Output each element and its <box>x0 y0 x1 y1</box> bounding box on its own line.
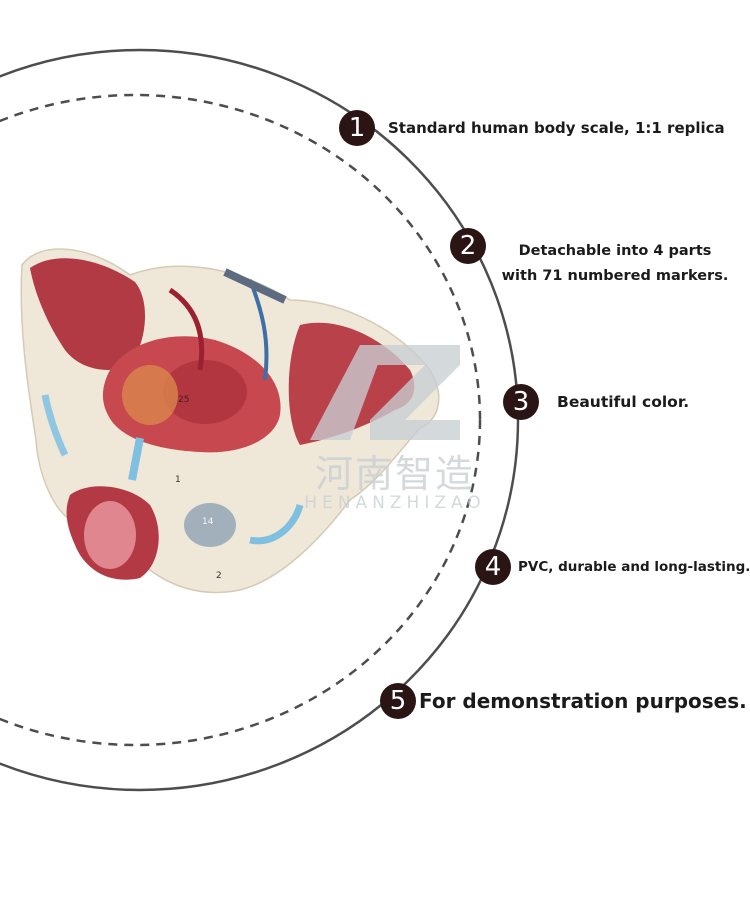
ischial-cartilage <box>249 503 304 545</box>
number-badge-4: 4 <box>475 549 511 585</box>
feature-1: 1 Standard human body scale, 1:1 replica <box>339 110 725 146</box>
watermark-chinese: 河南智造 <box>314 452 475 496</box>
marker-label: 1 <box>175 475 181 485</box>
feature-4: 4 PVC, durable and long-lasting. <box>475 549 750 585</box>
watermark-z-shape <box>370 345 460 440</box>
inner-dashed-circle <box>0 93 482 747</box>
marker-label: 2 <box>216 571 222 581</box>
obturator-foramen <box>184 503 236 547</box>
number-badge-3: 3 <box>503 384 539 420</box>
feature-1-text: Standard human body scale, 1:1 replica <box>388 119 725 137</box>
watermark-english: HENANZHIZAO <box>304 493 486 513</box>
vulva-region <box>84 501 136 569</box>
watermark-az-logo <box>310 345 460 440</box>
marker-label: 25 <box>178 395 189 405</box>
watermark-a-shape <box>310 345 385 440</box>
feature-2-lines: Detachable into 4 parts with 71 numbered… <box>490 239 740 289</box>
pubic-cartilage <box>128 437 144 481</box>
feature-5: 5 For demonstration purposes. <box>380 683 747 719</box>
outer-circle <box>0 48 520 792</box>
uterus <box>163 360 247 424</box>
vessel-left <box>168 287 205 371</box>
number-badge-5: 5 <box>380 683 416 719</box>
number-badge-2: 2 <box>450 228 486 264</box>
watermark-logo: 河南智造 HENANZHIZAO <box>290 335 500 525</box>
feature-3-text: Beautiful color. <box>557 393 690 411</box>
feature-3: 3 Beautiful color. <box>503 384 689 420</box>
feature-5-text: For demonstration purposes. <box>419 689 747 713</box>
number-badge-1: 1 <box>339 110 375 146</box>
vessel-top <box>223 268 287 304</box>
feature-2-line-1: Detachable into 4 parts <box>518 243 712 259</box>
feature-4-text: PVC, durable and long-lasting. <box>518 559 750 575</box>
iliac-cartilage <box>41 394 69 457</box>
marker-label: 14 <box>202 517 214 527</box>
feature-2-line-2: with 71 numbered markers. <box>501 268 729 284</box>
ovary-region <box>122 365 178 425</box>
left-iliac-muscle <box>30 258 146 370</box>
